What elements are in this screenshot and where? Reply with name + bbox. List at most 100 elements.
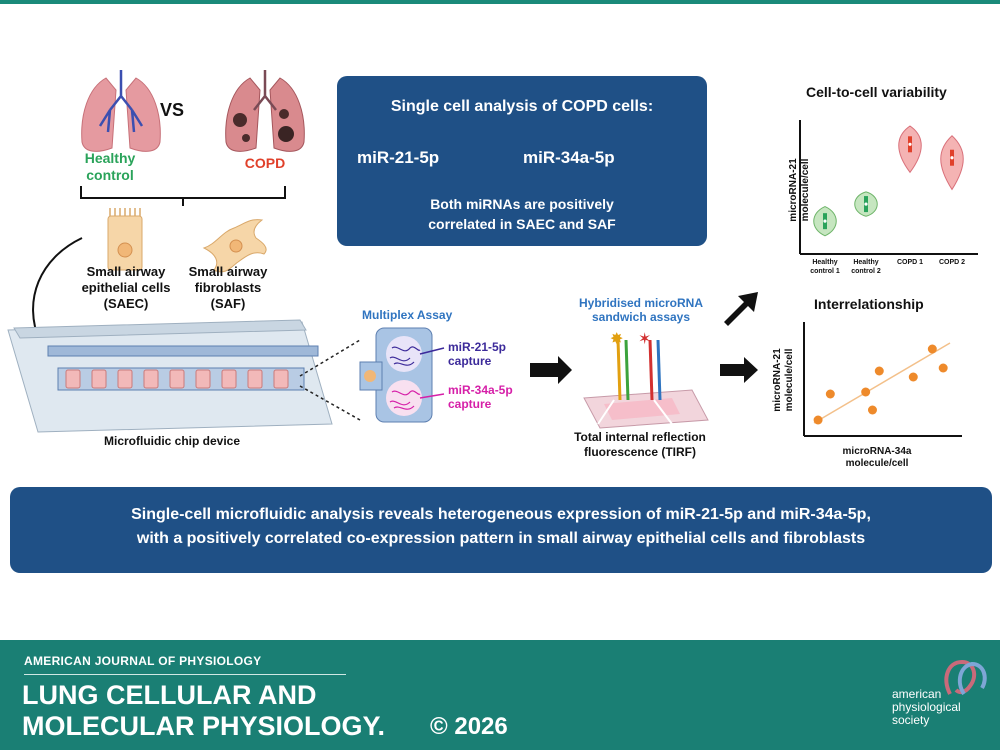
fibroblast-icon [202, 219, 267, 273]
fluorophore-star-red: ✶ [638, 331, 651, 348]
society-logo-icon [944, 659, 987, 696]
scatter-x-label-line2: molecule/cell [845, 458, 909, 469]
saec-line3: (SAEC) [103, 296, 149, 311]
scatter-y-label-line1: microRNA-21 [772, 348, 783, 412]
summary-text: Single-cell microfluidic analysis reveal… [10, 503, 992, 551]
scatter-x-label-line1: microRNA-34a [842, 446, 912, 457]
mir21-capture-line2: capture [448, 354, 492, 368]
chip-label: Microfluidic chip device [104, 434, 241, 448]
violin-median-dot-2 [864, 202, 868, 206]
healthy-control-label: Healthy control [70, 150, 150, 184]
scatter-point-4 [867, 405, 877, 415]
violin-median-dot-4 [950, 156, 954, 160]
society-line1: american [892, 687, 942, 701]
society-name: american physiological society [892, 688, 961, 727]
finding-line1: Both miRNAs are positively [430, 196, 614, 212]
saec-line2: epithelial cells [81, 280, 171, 295]
tirf-title-line2: sandwich assays [591, 310, 691, 324]
violin-x-tick-2-line1: Healthy [853, 259, 879, 266]
healthy-label-line1: Healthy [84, 150, 136, 166]
top-accent-rule [0, 0, 1000, 4]
scatter-point-7 [927, 344, 937, 354]
microfluidic-chip-icon [7, 319, 361, 433]
footer-rule [24, 674, 346, 675]
tirf-title-line1: Hybridised microRNA [578, 296, 704, 310]
tirf-title: Hybridised microRNA sandwich assays [556, 296, 726, 324]
healthy-label-line2: control [86, 167, 134, 183]
summary-line1: Single-cell microfluidic analysis reveal… [131, 506, 871, 523]
violin-median-dot-1 [823, 219, 827, 223]
finding-line2: correlated in SAEC and SAF [428, 216, 616, 232]
mir34-capture-label: miR-34a-5p capture [448, 383, 513, 411]
scatter-chart-axes [803, 322, 962, 437]
finding-conclusion: Both miRNAs are positively correlated in… [337, 194, 707, 234]
figure-graphics: ✸ ✶ [7, 70, 978, 437]
violin-x-tick-2: Healthy control 2 [846, 258, 886, 276]
scatter-point-2 [825, 389, 835, 399]
violin-x-tick-4: COPD 2 [938, 259, 966, 266]
journal-title-line2: MOLECULAR PHYSIOLOGY. [22, 711, 386, 741]
mir21-capture-label: miR-21-5p capture [448, 340, 506, 368]
saf-label: Small airway fibroblasts (SAF) [178, 264, 278, 312]
trend-line [813, 342, 951, 424]
finding-mir34: miR-34a-5p [523, 148, 615, 167]
violin-x-tick-1-line1: Healthy [812, 259, 838, 266]
finding-mir21: miR-21-5p [357, 148, 440, 167]
tirf-caption: Total internal reflection fluorescence (… [550, 430, 730, 460]
violin-chart-title: Cell-to-cell variability [806, 84, 947, 100]
mir34-capture-line1: miR-34a-5p [448, 383, 513, 397]
journal-footer: AMERICAN JOURNAL OF PHYSIOLOGY LUNG CELL… [0, 640, 1000, 750]
scatter-point-5 [874, 366, 884, 376]
tirf-caption-line1: Total internal reflection [574, 430, 706, 444]
scatter-y-label: microRNA-21 molecule/cell [772, 320, 796, 440]
scatter-point-6 [908, 372, 918, 382]
to-scatter-arrow [720, 357, 758, 383]
scatter-point-1 [813, 415, 823, 425]
multiplex-title: Multiplex Assay [362, 308, 453, 322]
epithelial-cell-icon [107, 208, 143, 271]
fluorophore-star-yellow: ✸ [610, 331, 623, 348]
to-tirf-arrow [530, 356, 572, 384]
multiplex-assay-icon [359, 327, 445, 423]
society-line3: society [892, 713, 930, 727]
scatter-plot [813, 342, 951, 425]
violin-plot [813, 125, 964, 237]
violin-y-label: microRNA-21 molecule/cell [788, 130, 812, 250]
tirf-caption-line2: fluorescence (TIRF) [583, 445, 697, 459]
saec-label: Small airway epithelial cells (SAEC) [66, 264, 186, 312]
violin-median-dot-3 [908, 142, 912, 146]
violin-x-tick-1-line2: control 1 [810, 268, 840, 275]
violin-x-tick-1: Healthy control 1 [805, 258, 845, 276]
violin-y-label-line2: molecule/cell [800, 158, 811, 222]
scatter-x-label: microRNA-34a molecule/cell [812, 446, 942, 470]
vs-label: VS [160, 100, 185, 120]
finding-title: Single cell analysis of COPD cells: [390, 98, 654, 115]
to-violin-arrow [724, 292, 758, 326]
summary-box: Single-cell microfluidic analysis reveal… [10, 487, 992, 573]
scatter-point-8 [938, 363, 948, 373]
violin-y-label-line1: microRNA-21 [788, 158, 799, 222]
mir21-capture-line1: miR-21-5p [448, 340, 507, 354]
violin-x-tick-2-line2: control 2 [851, 268, 881, 275]
saf-line1: Small airway [188, 264, 268, 279]
mir34-capture-line2: capture [448, 397, 492, 411]
finding-box: Single cell analysis of COPD cells: miR-… [337, 76, 707, 246]
saec-line1: Small airway [86, 264, 166, 279]
healthy-lungs-icon [81, 70, 161, 152]
saf-line3: (SAF) [210, 296, 246, 311]
copd-lungs-icon [225, 70, 305, 152]
scatter-point-3 [861, 387, 871, 397]
tirf-sandwich-icon: ✸ ✶ [583, 331, 709, 429]
saf-line2: fibroblasts [194, 280, 262, 295]
society-line2: physiological [892, 700, 961, 714]
violin-x-tick-3: COPD 1 [896, 259, 924, 266]
journal-name: AMERICAN JOURNAL OF PHYSIOLOGY [24, 654, 262, 668]
journal-title-line1: LUNG CELLULAR AND [22, 680, 317, 710]
violin-chart-axes [799, 120, 978, 255]
scatter-y-label-line2: molecule/cell [784, 348, 795, 412]
copd-label: COPD [244, 155, 286, 171]
copyright: © 2026 [430, 713, 508, 740]
grouping-bracket [80, 186, 286, 206]
summary-line2: with a positively correlated co-expressi… [136, 530, 866, 547]
scatter-chart-title: Interrelationship [814, 296, 924, 312]
